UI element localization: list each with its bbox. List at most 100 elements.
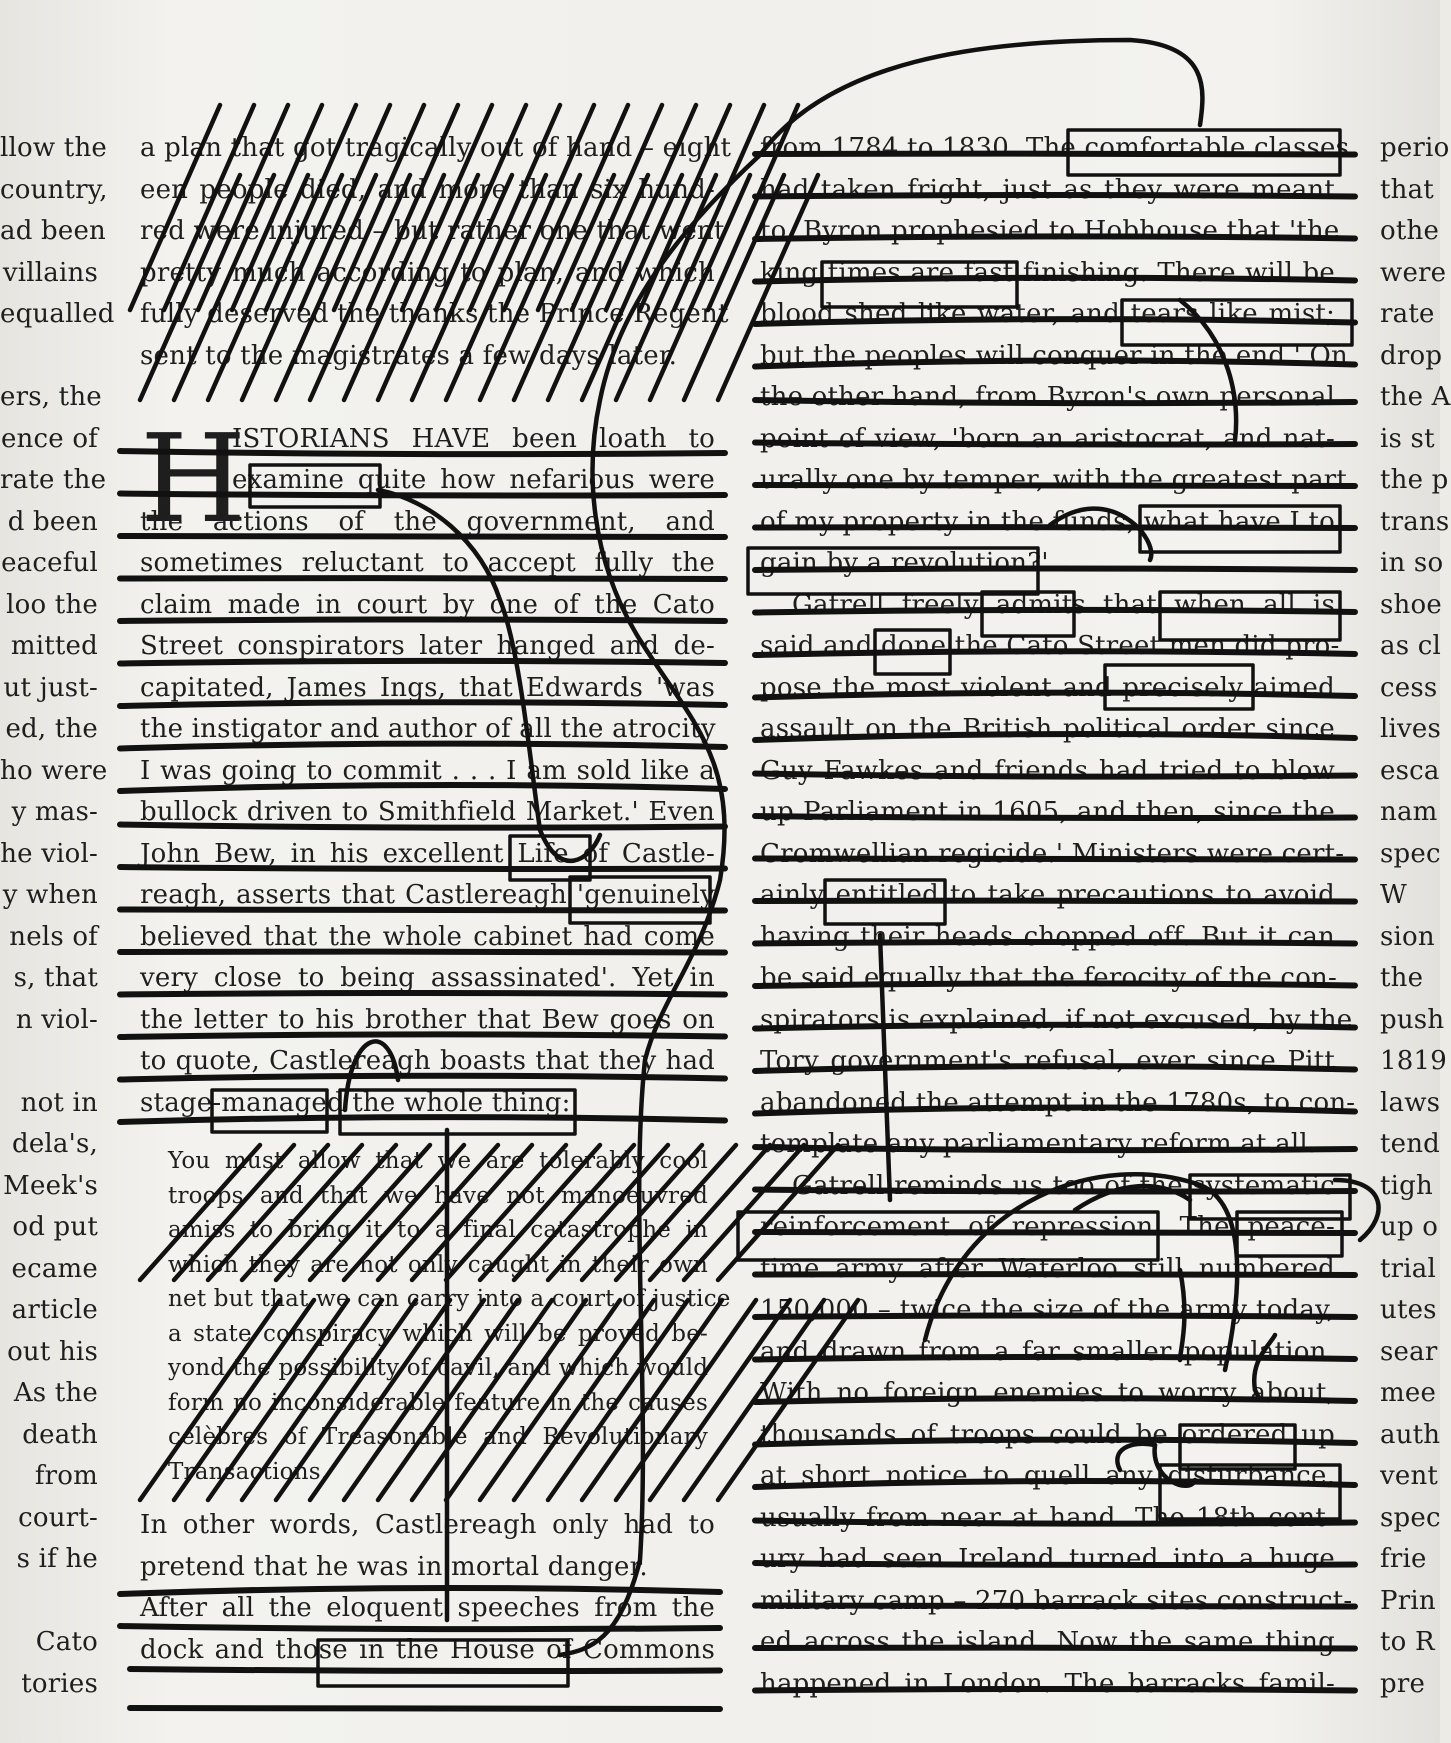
text-line: Cromwellian regicide.' Ministers were ce… xyxy=(760,838,1345,869)
text-line: llow the xyxy=(0,133,107,163)
middle-column: a plan that got tragically out of hand –… xyxy=(140,128,732,1671)
quote-line: form no inconsiderable feature in the ca… xyxy=(168,1389,708,1416)
text-line: the p xyxy=(1380,465,1449,495)
text-line: ho were xyxy=(0,755,108,786)
text-line: of my property in the funds, what have I… xyxy=(760,506,1335,537)
text-line: to R xyxy=(1380,1627,1435,1657)
text-line: bullock driven to Smithfield Market.' Ev… xyxy=(140,797,715,827)
text-line: Tory government's refusal, ever since Pi… xyxy=(760,1046,1335,1076)
text-line: perio xyxy=(1380,133,1450,163)
text-line: frie xyxy=(1380,1544,1427,1574)
text-line: not in xyxy=(20,1087,98,1118)
text-line: sear xyxy=(1380,1336,1438,1367)
text-line: drop xyxy=(1380,340,1443,371)
text-line: trial xyxy=(1380,1253,1437,1284)
text-line xyxy=(0,1581,98,1623)
text-line: as cl xyxy=(1380,631,1441,661)
text-line: othe xyxy=(1380,216,1440,246)
text-line: having their heads chopped off. But it c… xyxy=(760,921,1335,952)
text-line: auth xyxy=(1380,1419,1441,1450)
text-line: villains xyxy=(2,257,98,288)
text-line: military camp – 270 barrack sites constr… xyxy=(760,1585,1353,1616)
text-line: n viol- xyxy=(15,1004,98,1035)
text-line: Street conspirators later hanged and de- xyxy=(140,631,715,661)
quote-line: Transactions. xyxy=(168,1458,329,1485)
text-line: After all the eloquent speeches from the xyxy=(140,1593,715,1623)
text-line: ecame xyxy=(11,1253,98,1284)
text-line: Prin xyxy=(1380,1585,1436,1616)
text-line: Gatrell reminds us too of the systematic xyxy=(792,1170,1335,1201)
quote-line: net but that we can carry into a court o… xyxy=(168,1286,731,1312)
text-line: shoe xyxy=(1380,589,1442,620)
text-line: spec xyxy=(1380,838,1441,869)
text-line: at short notice to quell any disturbance… xyxy=(760,1461,1335,1491)
strike-line xyxy=(127,1705,723,1712)
text-line: a plan that got tragically out of hand –… xyxy=(140,133,732,163)
text-line: loo the xyxy=(6,589,98,620)
text-line: dela's, xyxy=(11,1129,98,1159)
text-line: rate the xyxy=(0,465,107,495)
text-line: Gatrell freely admits that when all is xyxy=(792,589,1335,620)
text-line: tories xyxy=(21,1668,98,1699)
text-line: in so xyxy=(1380,548,1444,578)
text-line: point of view, 'born an aristocrat, and … xyxy=(760,423,1335,454)
intro-paragraph: a plan that got tragically out of hand –… xyxy=(140,128,732,377)
text-line: from 1784 to 1830. The comfortable class… xyxy=(760,133,1350,163)
text-line: y mas- xyxy=(11,797,98,827)
text-line: ence of xyxy=(0,423,98,454)
text-line: be said equally that the ferocity of the… xyxy=(760,963,1337,993)
text-line: Guy Fawkes and friends had tried to blow xyxy=(760,755,1335,786)
text-line: od put xyxy=(12,1212,98,1242)
text-line: s if he xyxy=(16,1544,98,1574)
text-line: the letter to his brother that Bew goes … xyxy=(140,1004,715,1035)
text-line: fully deserved the thanks the Prince Reg… xyxy=(140,299,729,329)
text-line: template any parliamentary reform at all… xyxy=(760,1129,1317,1159)
text-line: the instigator and author of all the atr… xyxy=(140,714,716,744)
text-line: Cato xyxy=(35,1627,98,1657)
text-line: equalled xyxy=(0,299,115,329)
text-line: sion xyxy=(1380,921,1435,952)
drop-cap: H xyxy=(140,408,247,550)
text-line: ad been xyxy=(0,216,106,246)
text-line: y when xyxy=(2,880,98,910)
text-line: believed that the whole cabinet had come xyxy=(140,921,715,952)
quote-line: troops and that we have not manoeuvred xyxy=(168,1182,708,1209)
text-line: een people died, and more than six hund- xyxy=(140,174,715,205)
castlereagh-quote: You must allow that we are tolerably coo… xyxy=(140,1144,731,1489)
text-line: to quote, Castlereagh boasts that they h… xyxy=(140,1046,715,1076)
text-line: up o xyxy=(1380,1212,1439,1242)
text-line: nels of xyxy=(9,921,98,952)
text-line: esca xyxy=(1380,755,1440,786)
text-line: and drawn from a far smaller population. xyxy=(760,1336,1335,1367)
text-line xyxy=(0,336,98,378)
text-line: the other hand, from Byron's own persona… xyxy=(760,382,1336,412)
text-line: pretend that he was in mortal danger. xyxy=(140,1551,648,1582)
text-line: very close to being assassinated'. Yet i… xyxy=(140,963,715,993)
text-line: ed across the island. Now the same thing xyxy=(760,1627,1335,1657)
text-line: up Parliament in 1605, and then, since t… xyxy=(760,797,1335,827)
text-line: happened in London. The barracks famil- xyxy=(760,1668,1335,1699)
text-line: pretty much according to plan, and which xyxy=(140,257,715,288)
text-line: that xyxy=(1380,174,1434,205)
text-line: vent xyxy=(1380,1461,1439,1491)
text-line: reagh, asserts that Castlereagh 'genuine… xyxy=(140,880,715,910)
text-line: nam xyxy=(1380,797,1438,827)
quote-line: which they are not only caught in their … xyxy=(168,1251,708,1278)
text-line: As the xyxy=(13,1378,98,1408)
text-line: rate xyxy=(1380,299,1435,329)
text-line: I was going to commit . . . I am sold li… xyxy=(140,755,715,786)
text-line: urally one by temper, with the greatest … xyxy=(760,465,1348,495)
text-line: laws xyxy=(1380,1087,1441,1118)
quote-line: célèbres of Treasonable and Revolutionar… xyxy=(168,1424,708,1450)
text-line: he viol- xyxy=(0,838,98,869)
text-line: push xyxy=(1380,1004,1445,1035)
text-line: out his xyxy=(7,1336,98,1367)
text-line: eaceful xyxy=(1,548,98,578)
text-line: the A xyxy=(1380,382,1451,412)
text-line: Meek's xyxy=(3,1170,98,1201)
text-line: pose the most violent and precisely aime… xyxy=(760,672,1335,703)
right-column: from 1784 to 1830. The comfortable class… xyxy=(760,128,1355,1705)
text-line: said and done the Cato Street men did pr… xyxy=(760,631,1340,661)
